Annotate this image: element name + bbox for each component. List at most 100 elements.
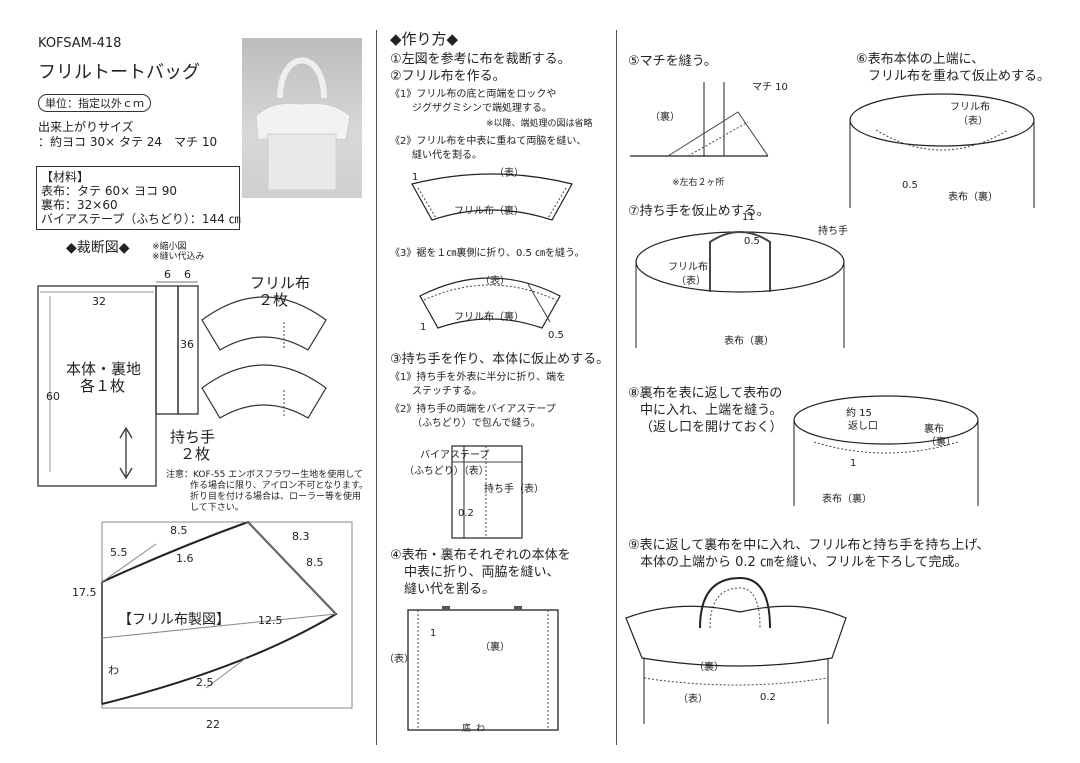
- gusset-figure: [630, 82, 769, 157]
- finished-size-value: ：約ヨコ 30× タテ 24 マチ 10: [38, 135, 218, 149]
- fig-label: 1: [420, 322, 427, 333]
- column-divider-right: [616, 30, 617, 745]
- fig-label: 返し口: [848, 421, 878, 432]
- notice-line: 作る場合に限り、アイロン不可となります。: [190, 481, 369, 491]
- frill-sew-figure: [411, 173, 573, 221]
- draft-dim: 1.6: [176, 552, 194, 565]
- lining-sew-figure: [793, 395, 979, 506]
- step-3-1-line: 《1》持ち手を外表に半分に折り、端を: [390, 372, 566, 383]
- fig-label: 持ち手: [818, 226, 848, 237]
- fig-label: 持ち手（表）: [484, 484, 544, 495]
- frill-count: ２枚: [258, 291, 289, 309]
- notice-line: 注意：KOF-55 エンボスフラワー生地を使用して: [166, 470, 363, 480]
- handle-label: 持ち手: [170, 428, 216, 446]
- step-3: ③持ち手を作り、本体に仮止めする。: [390, 352, 610, 367]
- fig-label: フリル布: [668, 262, 708, 273]
- instructions-title: ◆作り方◆: [390, 30, 459, 48]
- step-6-line: フリル布を重ねて仮止めする。: [868, 69, 1051, 84]
- step-4-line: 中表に折り、両脇を縫い、: [404, 565, 560, 580]
- step-8-line: ⑧裏布を表に返して表布の: [628, 386, 783, 401]
- draft-dim: 8.5: [306, 556, 324, 569]
- fig-label: 0.5: [548, 330, 564, 341]
- step-2-1-line: 《1》フリル布の底と両端をロックや: [390, 89, 557, 100]
- bag-photo-illustration: [255, 57, 351, 191]
- body-sew-figure: [407, 606, 559, 731]
- notice-line: して下さい。: [190, 503, 244, 513]
- dim-36: 36: [180, 338, 194, 351]
- step-9-line: ⑨表に返して裏布を中に入れ、フリル布と持ち手を持ち上げ、: [628, 538, 990, 553]
- handle-count: ２枚: [180, 445, 211, 463]
- fig-label: 0.2: [458, 508, 474, 519]
- column-divider-left: [376, 30, 377, 745]
- frill-draft-title: 【フリル布製図】: [118, 612, 230, 628]
- fig-label: （表）: [384, 654, 414, 665]
- fig-label: 底: [462, 724, 472, 734]
- fig-label: 1: [412, 172, 419, 183]
- fig-label: 表布（裏）: [822, 494, 872, 505]
- fig-label: 約 15: [846, 408, 872, 419]
- fig-label: （表）: [958, 116, 988, 127]
- unit-badge: 単位：指定以外ｃｍ: [38, 94, 151, 112]
- finished-size-title: 出来上がりサイズ: [38, 120, 134, 134]
- body-lining-count: 各１枚: [80, 377, 126, 395]
- fig-label: （表）: [676, 276, 706, 287]
- materials-title: 【材料】: [41, 170, 90, 184]
- bag-photo: [242, 38, 362, 198]
- fig-label: 0.5: [744, 236, 760, 247]
- frill-basting-figure: [849, 93, 1035, 208]
- body-lining-label: 本体・裏地: [66, 360, 142, 378]
- fig-label: フリル布（裏）: [454, 312, 524, 323]
- step-2-2-line: 縫い代を割る。: [412, 150, 482, 161]
- cutting-note: ※縮小図: [152, 242, 187, 252]
- fig-label: わ: [476, 724, 486, 734]
- step-9-line: 本体の上端から 0.2 ㎝を縫い、フリルを下ろして完成。: [640, 555, 968, 570]
- fig-label: 1: [850, 458, 857, 469]
- step-1: ①左図を参考に布を裁断する。: [390, 52, 571, 67]
- step-2-1-line: ジグザグミシンで端処理する。: [412, 103, 552, 114]
- step-6-line: ⑥表布本体の上端に、: [856, 52, 985, 67]
- product-code: KOFSAM-418: [38, 36, 122, 51]
- draft-dim: 17.5: [72, 586, 97, 599]
- step-2: ②フリル布を作る。: [390, 69, 506, 84]
- fig-label: （裏）: [650, 112, 680, 123]
- dim-32: 32: [92, 295, 106, 308]
- step-7: ⑦持ち手を仮止めする。: [628, 204, 770, 219]
- draft-dim: 12.5: [258, 614, 283, 627]
- fig-label: 表布（裏）: [724, 336, 774, 347]
- material-item: 表布：タテ 60× ヨコ 90: [41, 184, 178, 198]
- frill-draft-diagram: [101, 520, 353, 709]
- materials-box: 【材料】 表布：タテ 60× ヨコ 90 裏布：32×60 バイアステープ（ふち…: [36, 166, 241, 230]
- step-8-line: 中に入れ、上端を縫う。: [640, 403, 783, 418]
- fig-label: （表）: [480, 276, 510, 287]
- step-3-2-line: （ふちどり）で包んで縫う。: [412, 418, 541, 429]
- finished-bag-figure: [625, 576, 847, 724]
- draft-dim: 5.5: [110, 546, 128, 559]
- fig-label: （裏）: [926, 437, 956, 448]
- fig-label: （ふちどり）（表）: [404, 466, 489, 477]
- fig-note: ※左右２ヶ所: [672, 178, 725, 188]
- fig-label: （裏）: [694, 662, 724, 673]
- fig-label: フリル布: [950, 102, 990, 113]
- fig-label: （表）: [494, 168, 524, 179]
- dim-6: 6: [164, 268, 171, 281]
- fig-label: フリル布（裏）: [454, 206, 524, 217]
- dim-60: 60: [46, 390, 60, 403]
- fig-label: 11: [742, 212, 755, 223]
- fold-mark: わ: [108, 664, 119, 677]
- notice-line: 折り目を付ける場合は、ローラー等を使用: [190, 492, 362, 502]
- cutting-diagram-title: ◆裁断図◆: [66, 240, 130, 256]
- dim-6: 6: [184, 268, 191, 281]
- fig-label: マチ 10: [752, 82, 788, 93]
- step-2-2-line: 《2》フリル布を中表に重ねて両脇を縫い、: [390, 136, 587, 147]
- handle-basting-figure: [635, 231, 845, 348]
- draft-dim: 22: [206, 718, 220, 731]
- fig-label: （表）: [678, 694, 708, 705]
- draft-dim: 8.5: [170, 524, 188, 537]
- fig-label: 0.5: [902, 180, 918, 191]
- fig-label: （裏）: [480, 642, 510, 653]
- fig-label: 裏布: [924, 424, 944, 435]
- step-4-line: 縫い代を割る。: [404, 582, 496, 597]
- product-title: フリルトートバッグ: [38, 62, 200, 83]
- fig-label: 0.2: [760, 692, 776, 703]
